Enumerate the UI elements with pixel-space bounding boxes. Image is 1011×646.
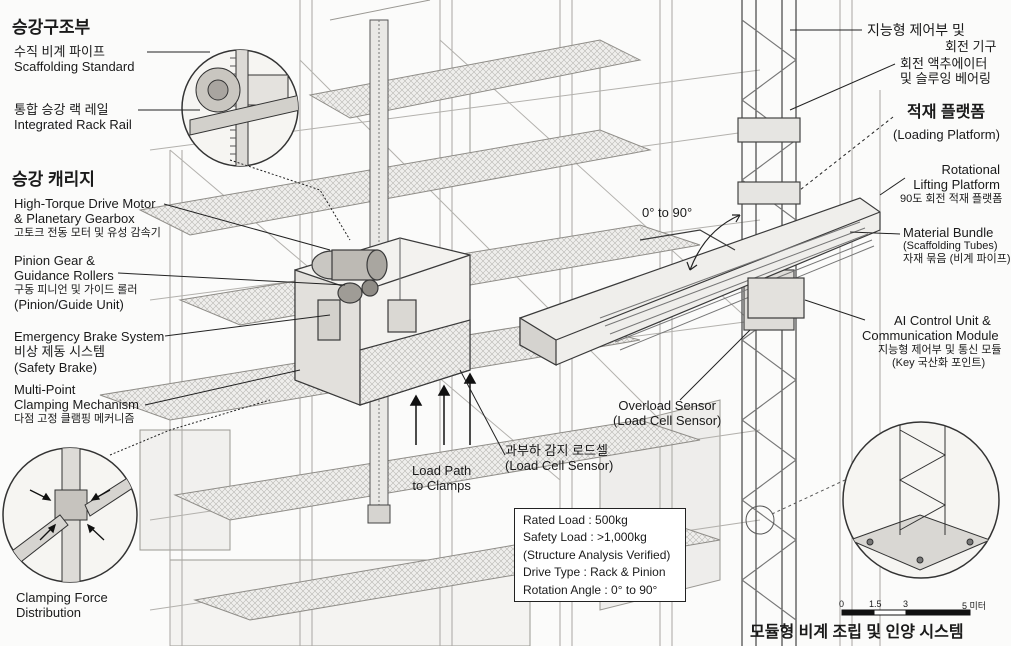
loading-platform-kr: 적재 플랫폼	[907, 104, 986, 121]
rack-rail-label: 통합 승강 랙 레일 Integrated Rack Rail	[14, 102, 132, 133]
pinion-en1: Pinion Gear &	[14, 253, 95, 268]
rotational-platform-label: Rotational Lifting Platform 90도 회전 적재 플랫…	[900, 162, 1003, 206]
section-lifting-structure: 승강구조부	[12, 18, 91, 37]
angle-label: 0° to 90°	[642, 205, 693, 220]
motor-en1: High-Torque Drive Motor	[14, 196, 156, 211]
pinion-en2: Guidance Rollers	[14, 268, 114, 284]
brake-en: Emergency Brake System	[14, 329, 165, 344]
clamp-force1: Clamping Force	[16, 590, 108, 605]
tower-mast	[737, 0, 801, 646]
pinion-en3: (Pinion/Guide Unit)	[14, 296, 124, 312]
ai-en2: Communication Module	[862, 328, 999, 344]
bundle-kr: 자재 묶음 (비계 파이프)	[903, 253, 1011, 266]
scale-tick-3: 5 미터	[962, 601, 987, 611]
material-bundle-label: Material Bundle (Scaffolding Tubes) 자재 묶…	[903, 225, 1011, 266]
motor-kr: 고토크 전동 모터 및 유성 감속기	[14, 226, 161, 239]
brake-en2: (Safety Brake)	[14, 359, 98, 375]
clamp-force2: Distribution	[16, 605, 82, 621]
control-kr1: 지능형 제어부 및	[867, 22, 965, 38]
load-path-1: Load Path	[412, 463, 472, 478]
load-cell-label: 과부하 감지 로드셀 (Load Cell Sensor)	[505, 443, 613, 474]
diagram-title: 모듈형 비계 조립 및 인양 시스템	[750, 624, 964, 641]
rotation-arc	[686, 214, 741, 271]
section-carriage: 승강 캐리지	[12, 170, 95, 189]
load-path-label: Load Path to Clamps	[412, 463, 471, 494]
spec-rated-load: Rated Load : 500kg	[523, 513, 628, 527]
loading-platform-en: (Loading Platform)	[893, 127, 1000, 142]
overload-en2: (Load Cell Sensor)	[613, 413, 722, 429]
detail-rack-gear	[181, 49, 299, 167]
spec-rotation-angle: Rotation Angle : 0° to 90°	[523, 582, 658, 597]
rack-en: Integrated Rack Rail	[14, 117, 132, 133]
clamp-en1: Multi-Point	[14, 382, 76, 397]
loadcell-en: (Load Cell Sensor)	[505, 458, 614, 474]
scale-tick-2: 3	[903, 599, 909, 609]
leader-lines	[109, 29, 906, 456]
detail-clamp	[2, 447, 138, 583]
actuator-kr1: 회전 액추에이터	[900, 56, 988, 71]
clamping-force-label: Clamping Force Distribution	[16, 590, 108, 621]
motor-en2: & Planetary Gearbox	[14, 211, 135, 227]
rot-kr: 90도 회전 적재 플랫폼	[900, 192, 1003, 205]
ai-en1: AI Control Unit &	[894, 313, 991, 328]
ai-kr2: (Key 국산화 포인트)	[892, 356, 986, 369]
control-mechanism-label: 지능형 제어부 및 회전 기구	[867, 22, 996, 54]
rot-en2: Lifting Platform	[913, 177, 1000, 193]
brake-label: Emergency Brake System 비상 제동 시스템 (Safety…	[14, 329, 164, 375]
pinion-label: Pinion Gear & Guidance Rollers 구동 피니언 및 …	[14, 253, 138, 312]
control-kr2: 회전 기구	[945, 38, 997, 54]
overload-sensor-label: Overload Sensor (Load Cell Sensor)	[613, 398, 721, 429]
spec-drive-type: Drive Type : Rack & Pinion	[523, 565, 666, 580]
standard-kr: 수직 비계 파이프	[14, 44, 105, 59]
scaffolding-standard-label: 수직 비계 파이프 Scaffolding Standard	[14, 44, 134, 75]
load-path-arrows	[409, 372, 477, 445]
lifting-carriage	[294, 237, 471, 406]
clamp-kr: 다점 고정 클램핑 메커니즘	[14, 412, 135, 425]
spec-box: Rated Load : 500kg Safety Load : >1,000k…	[514, 508, 686, 602]
bundle-en1: Material Bundle	[903, 225, 994, 240]
rack-kr: 통합 승강 랙 레일	[14, 102, 109, 117]
rot-en1: Rotational	[941, 162, 1000, 177]
clamping-label: Multi-Point Clamping Mechanism 다점 고정 클램핑…	[14, 382, 139, 426]
spec-safety-load: Safety Load : >1,000kg	[523, 530, 647, 545]
scale-bar	[841, 609, 971, 616]
rotational-platform	[519, 197, 881, 367]
ai-kr: 지능형 제어부 및 통신 모듈	[878, 343, 1002, 356]
load-path-2: to Clamps	[412, 478, 471, 494]
detail-base-plate	[745, 421, 1000, 579]
standard-en: Scaffolding Standard	[14, 59, 135, 75]
pinion-kr: 구동 피니언 및 가이드 롤러	[14, 283, 138, 296]
drive-motor-label: High-Torque Drive Motor & Planetary Gear…	[14, 196, 161, 240]
clamp-en2: Clamping Mechanism	[14, 397, 139, 413]
bundle-en2: (Scaffolding Tubes)	[903, 240, 998, 253]
brake-kr: 비상 제동 시스템	[14, 344, 105, 360]
scale-tick-0: 0	[839, 599, 845, 609]
loadcell-kr: 과부하 감지 로드셀	[505, 443, 608, 458]
actuator-label: 회전 액추에이터 및 슬루잉 베어링	[900, 56, 991, 87]
spec-verified: (Structure Analysis Verified)	[523, 547, 671, 562]
overload-en1: Overload Sensor	[618, 398, 716, 413]
ai-control-label: AI Control Unit & Communication Module 지…	[862, 313, 1002, 370]
scale-tick-1: 1.5	[869, 599, 882, 609]
actuator-kr2: 및 슬루잉 베어링	[900, 71, 991, 87]
